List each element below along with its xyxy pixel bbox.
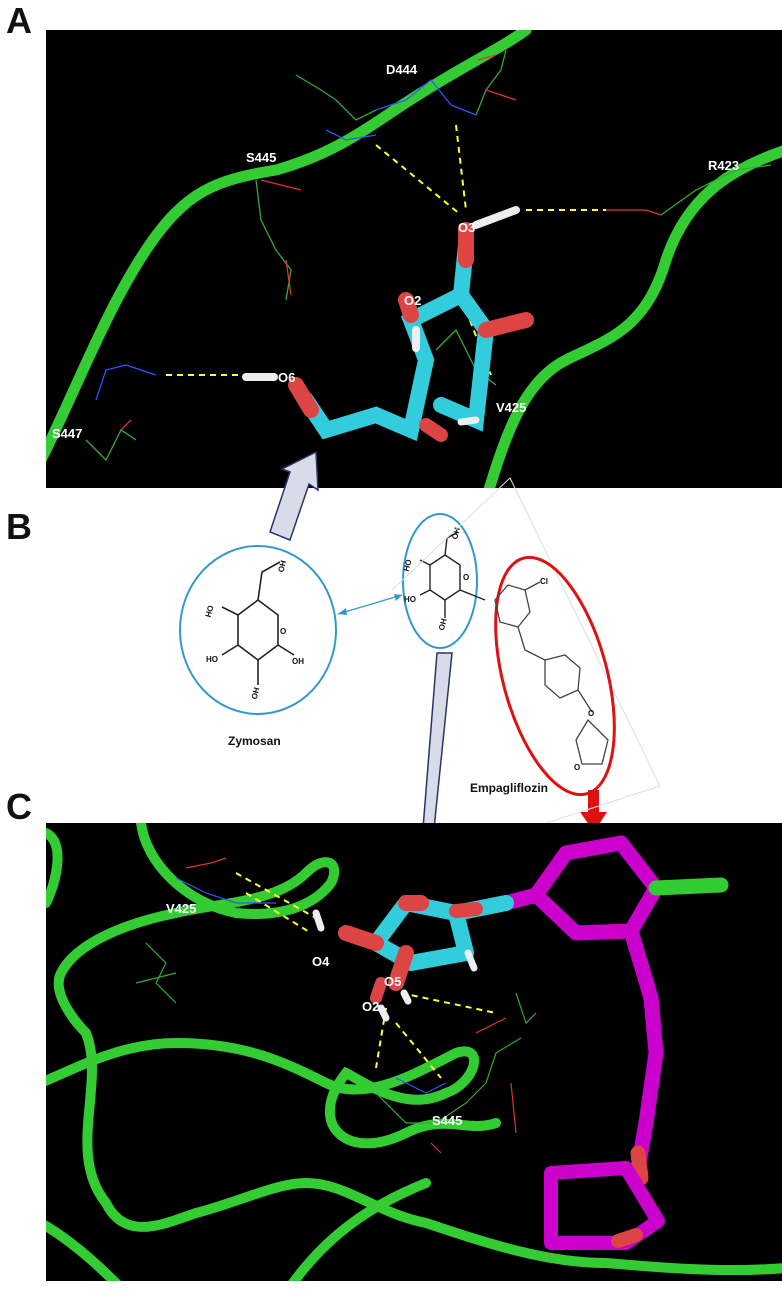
panel-c-structure: V425 S445 O4 O5 O2 <box>46 823 782 1281</box>
zymosan-ring-o: O <box>280 627 286 636</box>
panel-b-chemistry: OH O HO HO OH OH Zymosan OH HO HO OH O C… <box>179 450 661 830</box>
empa-thf-o: O <box>574 763 580 772</box>
empa-oh-top: OH <box>450 526 462 540</box>
arrow-to-panel-a <box>269 450 319 541</box>
zymosan-ho-left-low: HO <box>206 655 218 664</box>
zymosan-structure <box>221 561 295 685</box>
atom-label-o5: O5 <box>384 974 401 989</box>
residue-label-s445: S445 <box>432 1113 462 1128</box>
residue-label-s445: S445 <box>246 150 276 165</box>
protein-ribbon <box>46 823 782 1281</box>
residue-label-d444: D444 <box>386 62 418 77</box>
glucose-moiety-3d <box>312 895 514 1022</box>
protein-ribbon <box>483 145 782 488</box>
zymosan-oh-top: OH <box>276 559 288 573</box>
atom-label-o2: O2 <box>362 999 379 1014</box>
empa-ether-o: O <box>588 709 594 718</box>
empagliflozin-sugar-oval <box>402 513 478 649</box>
panel-a-structure: D444 S445 R423 S447 V425 O3 O2 O6 <box>46 30 782 488</box>
empa-ho-left: HO <box>402 558 414 572</box>
atom-label-o6: O6 <box>278 370 295 385</box>
empagliflozin-frame <box>391 477 661 830</box>
zymosan-highlight-oval <box>179 545 337 715</box>
zymosan-label: Zymosan <box>228 734 281 748</box>
panel-c-letter: C <box>6 786 32 827</box>
red-arrow <box>580 790 607 830</box>
protein-ribbon <box>46 30 532 463</box>
residue-label-s447: S447 <box>52 426 82 441</box>
empagliflozin-aglycone <box>494 581 609 765</box>
empagliflozin-aglycone-oval <box>494 555 616 797</box>
residue-label-v425: V425 <box>166 901 196 916</box>
glucose-ligand <box>242 206 534 442</box>
residue-sticks <box>135 857 537 1154</box>
arrow-to-panel-c <box>422 652 453 830</box>
empa-cl: Cl <box>540 577 548 586</box>
zymosan-ho-left: HO <box>204 604 216 618</box>
residue-label-v425: V425 <box>496 400 526 415</box>
empa-oh-bottom: OH <box>437 617 449 631</box>
panel-a-letter: A <box>6 0 32 41</box>
zymosan-oh-right: OH <box>292 657 304 666</box>
empa-ring-o: O <box>463 573 469 582</box>
zymosan-oh-bottom: OH <box>250 686 262 700</box>
residue-label-r423: R423 <box>708 158 739 173</box>
hydrogen-bonds <box>235 872 497 1079</box>
comparison-arrow <box>337 594 403 615</box>
hydrogen-bonds <box>166 124 606 376</box>
empagliflozin-aglycone-3d <box>498 835 729 1250</box>
atom-label-o3: O3 <box>458 220 475 235</box>
atom-label-o4: O4 <box>312 954 330 969</box>
empagliflozin-label: Empagliflozin <box>470 781 548 795</box>
residue-sticks <box>85 49 772 462</box>
atom-label-o2: O2 <box>404 293 421 308</box>
empa-ho-left-low: HO <box>404 595 416 604</box>
panel-b-letter: B <box>6 506 32 547</box>
